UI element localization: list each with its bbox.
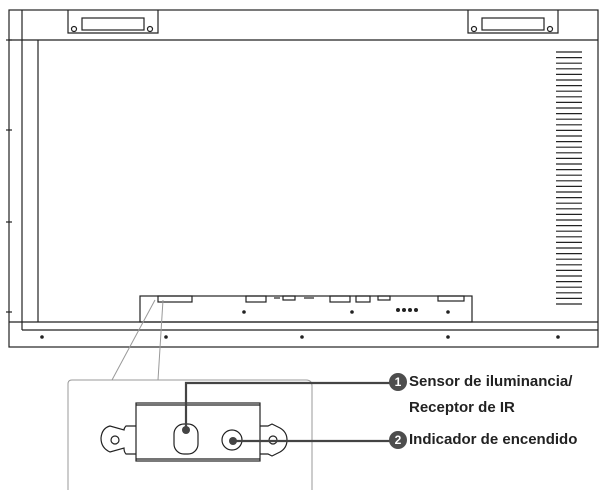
sensor-bracket-detail [100, 402, 288, 462]
zoom-detail-frame [67, 379, 313, 490]
callout-badge-1: 1 [389, 373, 407, 391]
wall-mount-bracket-left [67, 10, 159, 34]
port-panel [139, 295, 473, 323]
vent-grille [556, 51, 582, 305]
monitor-frame [8, 9, 599, 348]
callout-label-1-line1: Sensor de iluminancia/ [409, 373, 573, 390]
leader-line-1 [184, 381, 391, 430]
callout-badge-2: 2 [389, 431, 407, 449]
callout-label-1-line2: Receptor de IR [409, 399, 515, 416]
callout-label-2: Indicador de encendido [409, 431, 578, 448]
wall-mount-bracket-right [467, 10, 559, 34]
